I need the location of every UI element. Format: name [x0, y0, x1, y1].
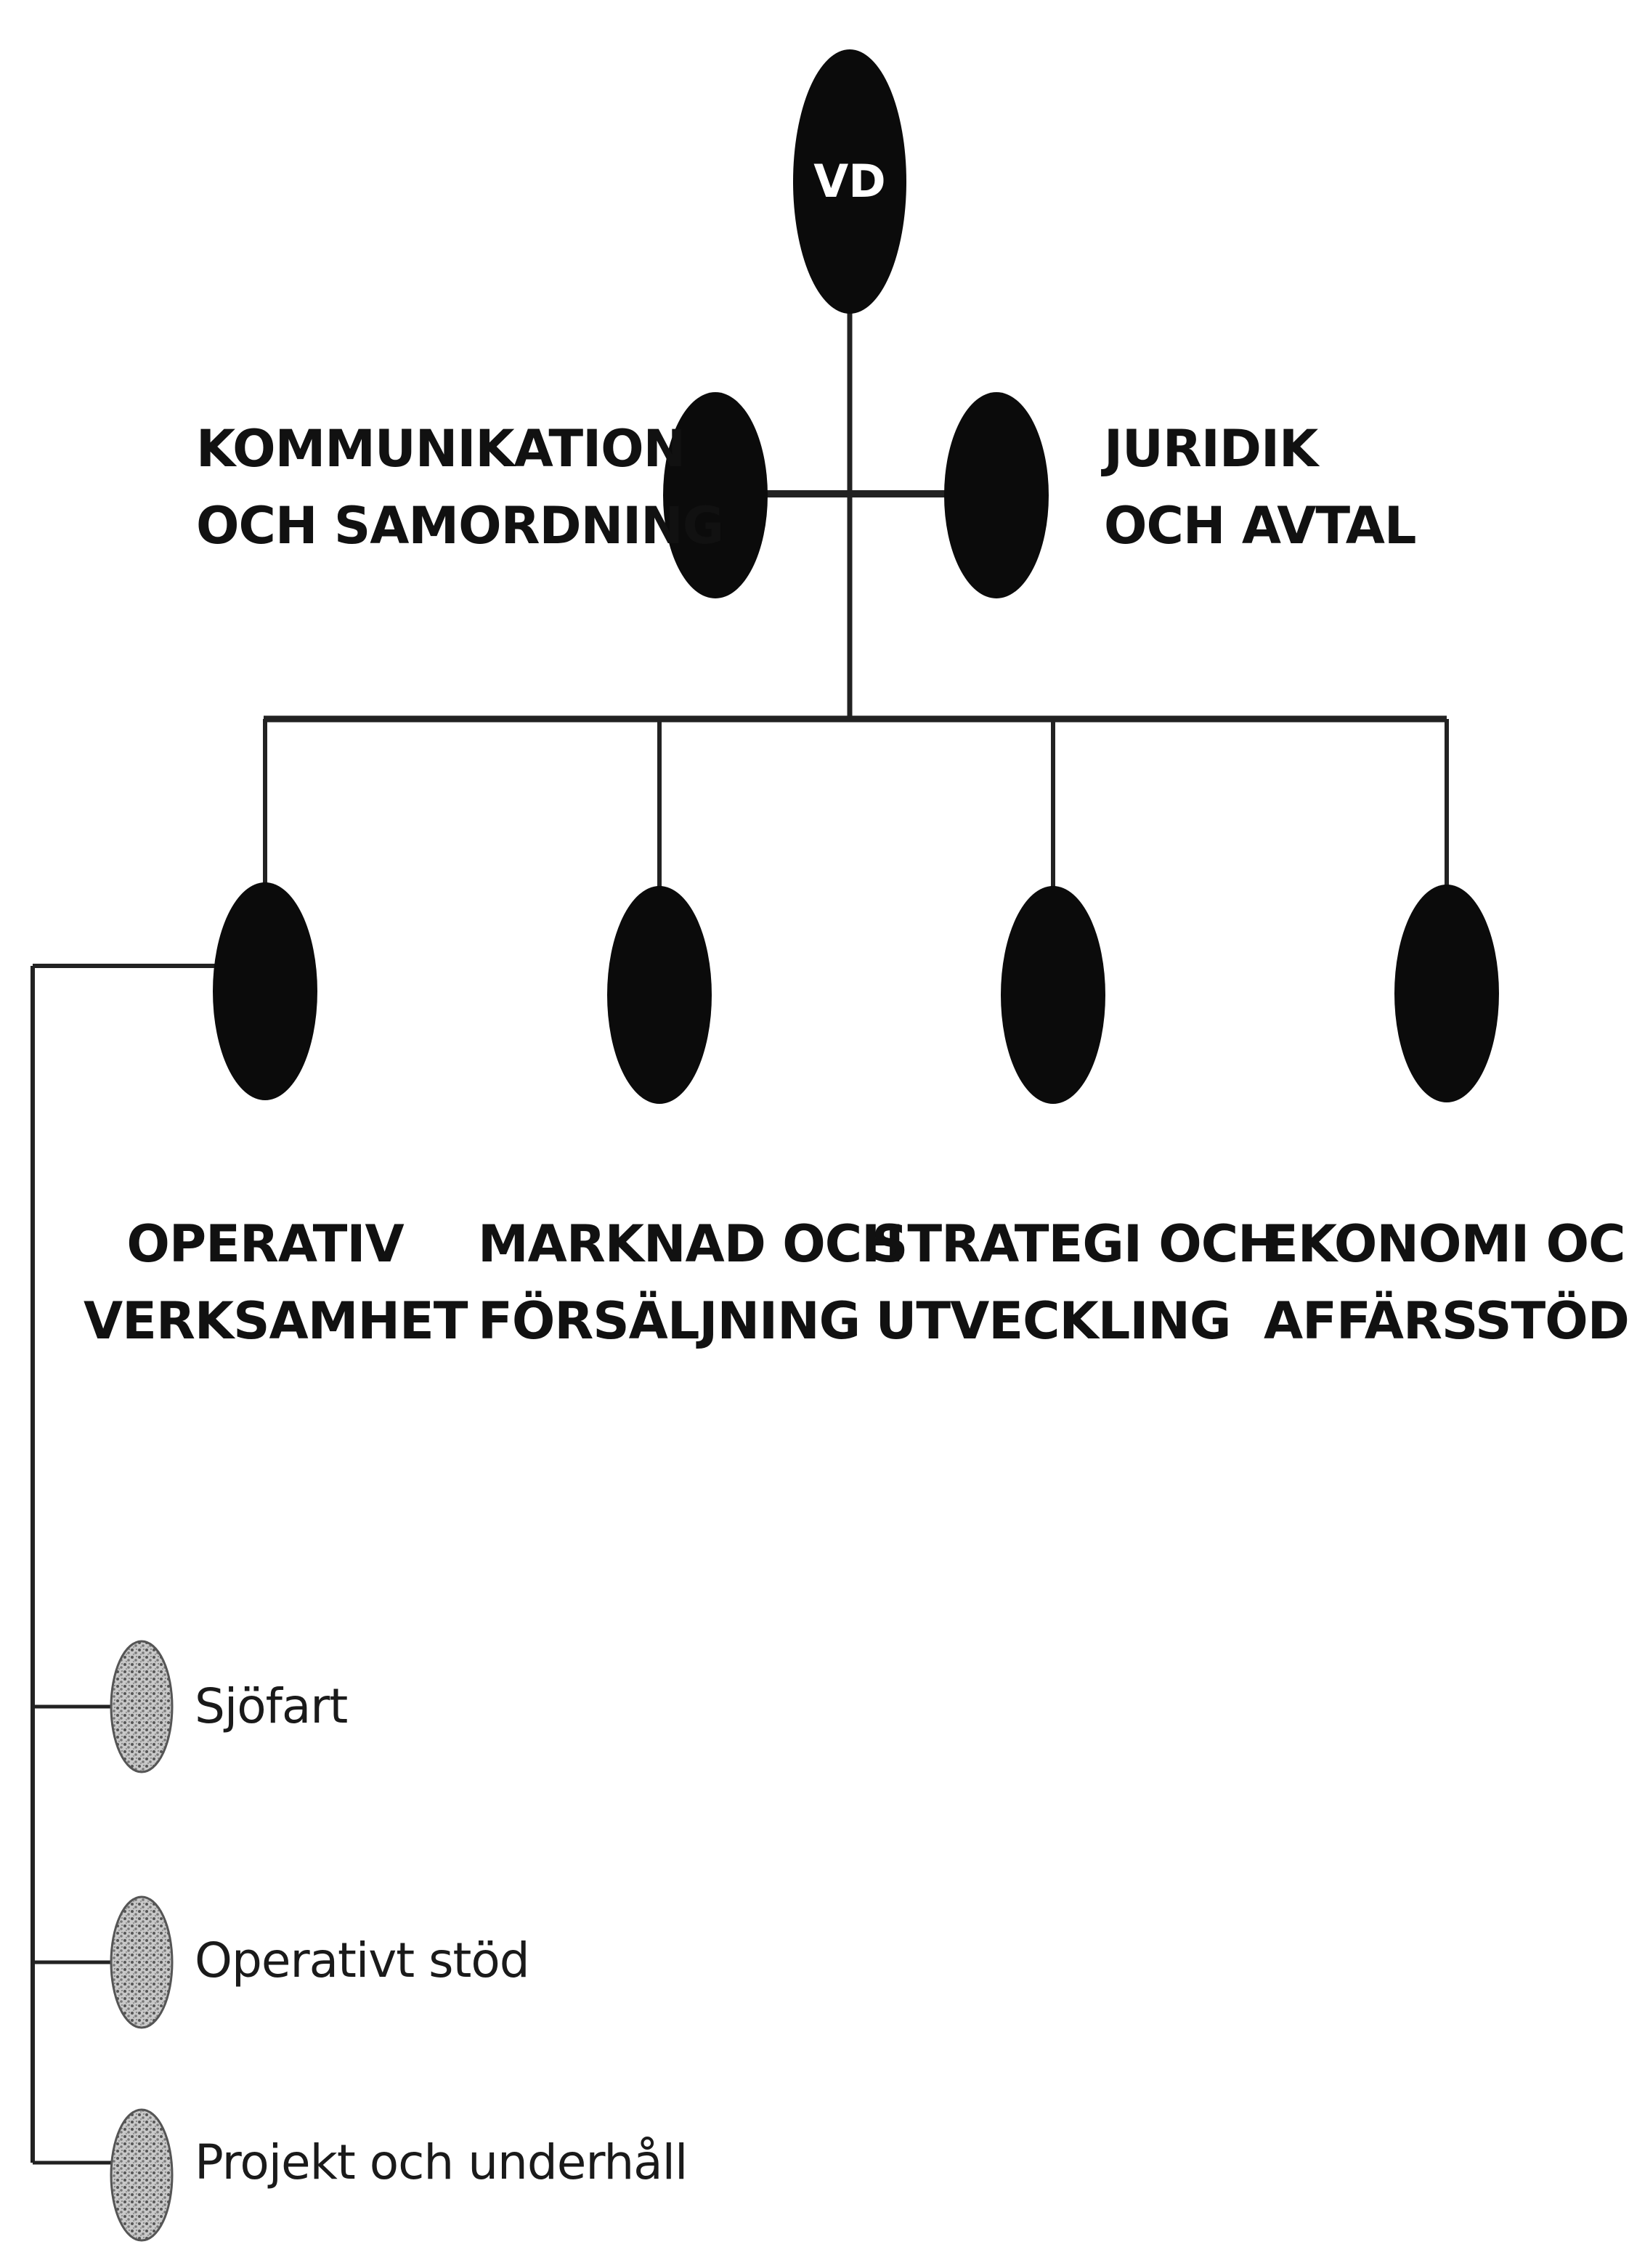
department-label-finance-line1: EKONOMI OCH [1264, 1214, 1629, 1274]
department-label-strategy-line2: UTVECKLING [875, 1291, 1232, 1351]
department-label-marketing-line1: MARKNAD OCH [478, 1214, 904, 1274]
staff-label-legal-line2: OCH AVTAL [1104, 496, 1417, 556]
subunit-node-shipping [110, 1640, 174, 1773]
department-label-operations-line2: VERKSAMHET [84, 1291, 468, 1351]
connector-lines [31, 305, 1449, 2165]
department-node-finance [1394, 885, 1499, 1102]
department-node-operations [213, 882, 317, 1100]
subunit-label-projects: Projekt och underhåll [195, 2134, 688, 2190]
department-label-finance-line2: AFFÄRSSTÖD [1264, 1291, 1629, 1351]
subunit-label-shipping: Sjöfart [195, 1678, 348, 1734]
staff-node-legal [944, 392, 1049, 598]
staff-label-communication-line1: KOMMUNIKATION [196, 419, 686, 479]
department-node-marketing [607, 886, 712, 1104]
staff-label-legal-line1: JURIDIK [1104, 419, 1318, 479]
subunit-node-operational-support [110, 1895, 174, 2029]
staff-label-communication: KOMMUNIKATION OCH SAMORDNING [196, 410, 724, 564]
department-label-strategy-line1: STRATEGI OCH [872, 1214, 1280, 1274]
department-label-marketing: MARKNAD OCH FÖRSÄLJNING [478, 1206, 904, 1359]
staff-label-communication-line2: OCH SAMORDNING [196, 496, 724, 556]
department-label-marketing-line2: FÖRSÄLJNING [478, 1291, 861, 1351]
staff-label-legal: JURIDIK OCH AVTAL [1104, 410, 1417, 564]
subunit-node-projects [110, 2108, 174, 2242]
department-node-strategy [1001, 886, 1105, 1104]
staff-node-communication [663, 392, 768, 598]
subunit-label-operational-support: Operativt stöd [195, 1932, 530, 1988]
ceo-node [793, 49, 906, 314]
department-label-strategy: STRATEGI OCH UTVECKLING [872, 1206, 1280, 1359]
department-label-operations-line1: OPERATIV [126, 1214, 404, 1274]
department-label-finance: EKONOMI OCH AFFÄRSSTÖD [1264, 1206, 1629, 1359]
department-label-operations: OPERATIV VERKSAMHET [84, 1206, 468, 1359]
ceo-label: VD [813, 155, 886, 208]
